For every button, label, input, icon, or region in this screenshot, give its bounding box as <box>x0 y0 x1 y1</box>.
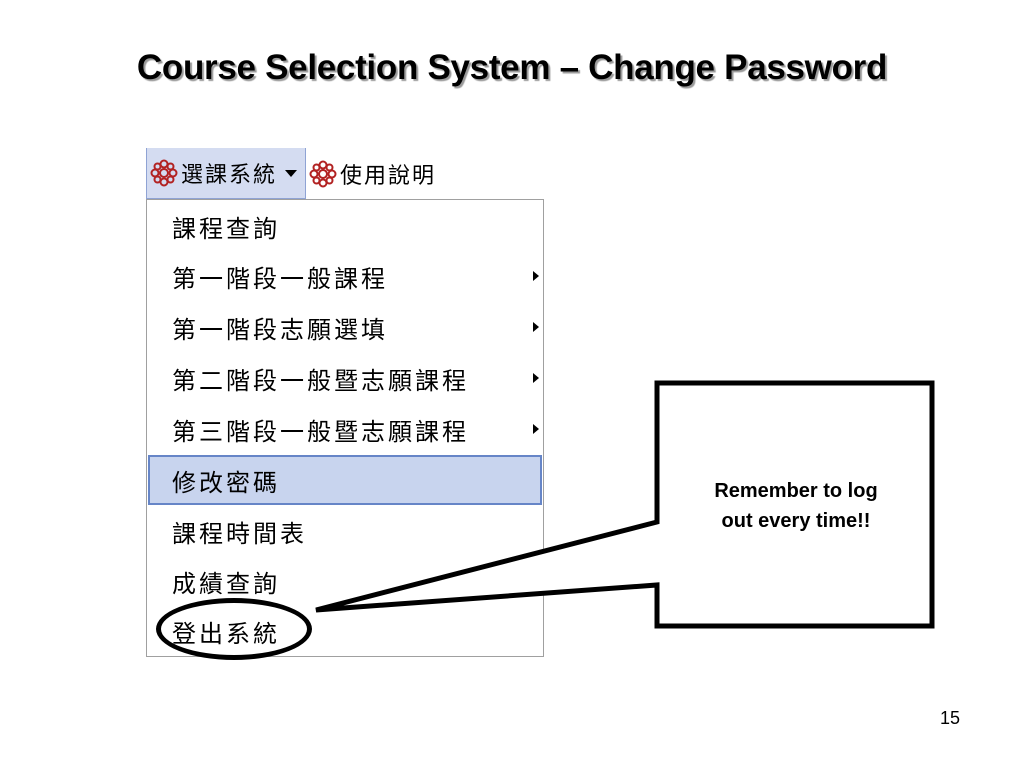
menubar: 選課系統 使用說明 <box>146 148 444 199</box>
menu-item-phase1-preference[interactable]: 第一階段志願選填 <box>148 302 542 352</box>
chevron-right-icon <box>533 373 539 383</box>
menu-item-label: 課程時間表 <box>172 519 307 548</box>
chevron-right-icon <box>533 424 539 434</box>
callout-text: Remember to log out every time!! <box>660 476 932 536</box>
menu-item-label: 修改密碼 <box>172 468 280 497</box>
menu-item-label: 成績查詢 <box>172 569 280 598</box>
menu-item-course-query[interactable]: 課程查詢 <box>148 201 542 251</box>
chevron-right-icon <box>533 271 539 281</box>
menu-item-label: 第三階段一般暨志願課程 <box>172 417 469 446</box>
menu-item-grade-query[interactable]: 成績查詢 <box>148 556 542 606</box>
menubar-item-label: 使用說明 <box>340 163 437 189</box>
menu-item-label: 第一階段一般課程 <box>172 264 388 293</box>
menu-item-label: 課程查詢 <box>172 214 280 243</box>
menu-item-change-password[interactable]: 修改密碼 <box>148 455 542 505</box>
flower-icon <box>150 159 178 187</box>
logout-highlight-ellipse <box>156 598 312 660</box>
chevron-right-icon <box>533 322 539 332</box>
chevron-down-icon <box>285 169 298 177</box>
menu-item-phase2[interactable]: 第二階段一般暨志願課程 <box>148 353 542 403</box>
slide-title: Course Selection System – Change Passwor… <box>136 48 888 87</box>
callout-line-1: Remember to log <box>714 480 878 502</box>
menubar-item-course-selection[interactable]: 選課系統 <box>146 148 307 199</box>
menubar-item-label: 選課系統 <box>181 163 278 188</box>
menu-item-label: 第一階段志願選填 <box>172 315 388 344</box>
dropdown-menu: 課程查詢 第一階段一般課程 第一階段志願選填 第二階段一般暨志願課程 第三階段一… <box>146 199 544 657</box>
flower-icon <box>309 160 337 187</box>
callout-line-2: out every time!! <box>721 510 871 532</box>
menu-item-timetable[interactable]: 課程時間表 <box>148 506 542 556</box>
page-number: 15 <box>939 708 961 728</box>
menu-item-label: 第二階段一般暨志願課程 <box>172 366 469 395</box>
menu-item-phase3[interactable]: 第三階段一般暨志願課程 <box>148 404 542 454</box>
menu-item-phase1-general[interactable]: 第一階段一般課程 <box>148 251 542 301</box>
menubar-item-help[interactable]: 使用說明 <box>306 148 444 199</box>
